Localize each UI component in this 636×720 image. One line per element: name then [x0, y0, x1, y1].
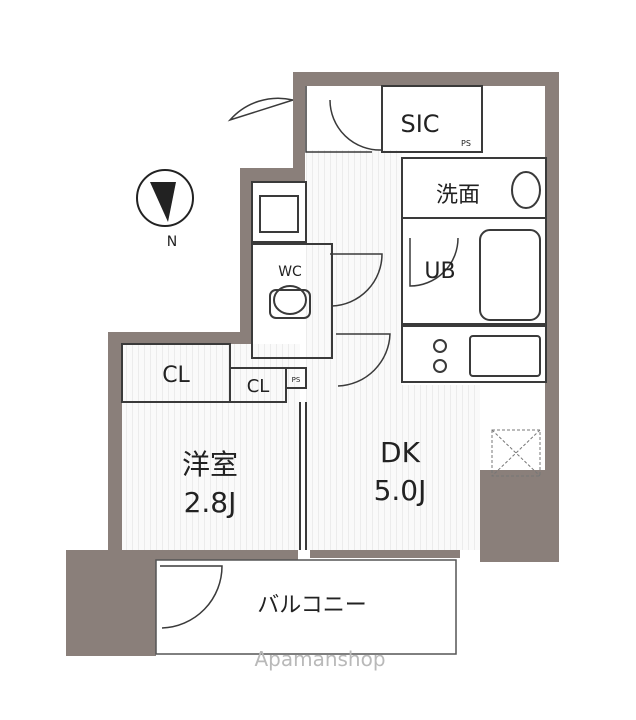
label-cl-large: CL	[162, 363, 190, 388]
north-arrow-icon	[150, 182, 176, 222]
floors	[122, 150, 480, 655]
label-western-size: 2.8J	[184, 486, 237, 519]
range-hood	[491, 429, 541, 477]
label-washroom: 洗面	[436, 183, 480, 208]
hallway-floor	[306, 150, 402, 390]
compass: N	[136, 169, 194, 250]
label-wc: WC	[278, 264, 302, 280]
room-labels: SIC PS 洗面 WC UB CL CL PS 洋室 2.8J DK 5.0J…	[162, 110, 480, 618]
label-western-room: 洋室	[182, 448, 238, 481]
dk-floor	[306, 385, 480, 550]
label-ps-top: PS	[461, 139, 471, 148]
label-dk: DK	[380, 436, 421, 469]
label-cl-small: CL	[247, 376, 270, 397]
interior-lines	[121, 85, 547, 550]
label-balcony: バルコニー	[257, 593, 367, 618]
label-sic: SIC	[400, 110, 439, 138]
doors	[160, 86, 459, 629]
watermark: Apamanshop	[254, 647, 385, 671]
compass-letter: N	[167, 234, 177, 250]
label-ub: UB	[424, 259, 455, 284]
label-dk-size: 5.0J	[374, 474, 427, 507]
label-ps-mid: PS	[292, 376, 301, 384]
western-room-floor	[122, 344, 300, 550]
structural-walls	[66, 72, 559, 656]
